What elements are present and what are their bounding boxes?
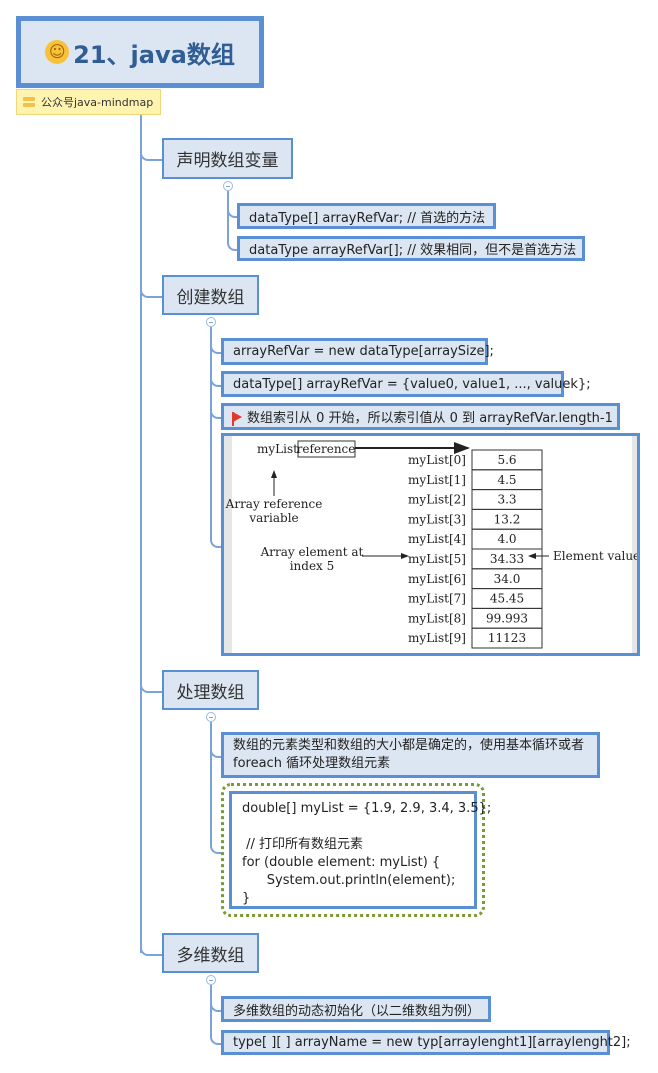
topic-label: 处理数组 [176,682,245,703]
array-value: 4.5 [497,473,516,487]
node-text: 多维数组的动态初始化（以二维数组为例） [233,1003,481,1019]
array-index-label: myList[9] [408,631,466,645]
array-index-label: myList[2] [408,493,466,507]
collapse-icon[interactable] [206,975,216,985]
node-preferred-syntax[interactable]: dataType[] arrayRefVar; // 首选的方法 [237,203,496,229]
array-index-label: myList[5] [408,552,466,566]
array-index-label: myList[7] [408,592,466,606]
node-text: 数组的元素类型和数组的大小都是确定的，使用基本循环或者 foreach 循环处理… [233,738,585,771]
node-text: dataType arrayRefVar[]; // 效果相同，但不是首选方法 [249,243,577,258]
ref-caption: variable [248,511,298,525]
connector [140,277,164,298]
node-process-note[interactable]: 数组的元素类型和数组的大小都是确定的，使用基本循环或者 foreach 循环处理… [221,732,600,778]
elem-caption: Array element at [260,545,364,559]
node-text: dataType[] arrayRefVar = {value0, value1… [233,376,591,392]
array-index-label: myList[6] [408,572,466,586]
topic-declare-array[interactable]: 声明数组变量 [162,138,293,179]
node-text: 数组索引从 0 开始，所以索引值从 0 到 arrayRefVar.length… [247,411,613,426]
reference-label: reference [297,442,356,456]
array-index-label: myList[8] [408,611,466,625]
array-value: 34.0 [494,572,521,586]
array-index-label: myList[1] [408,473,466,487]
node-index-note[interactable]: 数组索引从 0 开始，所以索引值从 0 到 arrayRefVar.length… [221,403,620,430]
array-value: 5.6 [497,453,516,467]
array-value: 3.3 [497,493,516,507]
array-index-label: myList[0] [408,453,466,467]
code-text: double[] myList = {1.9, 2.9, 3.4, 3.5}; … [242,801,492,906]
array-diagram: myList reference Array reference variabl… [225,436,637,653]
array-value: 34.33 [490,552,524,566]
topic-label: 创建数组 [176,287,245,308]
array-index-label: myList[4] [408,532,466,546]
node-multidim-init[interactable]: 多维数组的动态初始化（以二维数组为例） [221,996,491,1022]
topic-create-array[interactable]: 创建数组 [162,275,259,315]
array-value: 45.45 [490,592,524,606]
connector [210,722,223,854]
label-text: 公众号java-mindmap [41,96,154,109]
connector [227,191,239,251]
array-value: 13.2 [494,512,521,526]
node-new-array[interactable]: arrayRefVar = new dataType[arraySize]; [221,338,494,365]
root-label: 公众号java-mindmap [16,89,161,115]
root-topic[interactable]: ☺21、java数组 [16,16,264,88]
node-text: type[ ][ ] arrayName = new typ[arrayleng… [233,1035,631,1050]
connector [140,935,164,956]
connector [210,985,223,1045]
array-value: 99.993 [486,611,528,625]
smiley-icon: ☺ [45,40,70,64]
node-alt-syntax[interactable]: dataType arrayRefVar[]; // 效果相同，但不是首选方法 [237,236,585,261]
topic-process-array[interactable]: 处理数组 [162,670,259,710]
root-title: 21、java数组 [73,40,235,69]
topic-label: 声明数组变量 [176,151,279,171]
trunk-line [140,115,142,953]
array-index-label: myList[3] [408,512,466,526]
collapse-icon[interactable] [206,317,216,327]
node-multidim-syntax[interactable]: type[ ][ ] arrayName = new typ[arrayleng… [221,1030,631,1055]
node-array-literal[interactable]: dataType[] arrayRefVar = {value0, value1… [221,371,591,397]
node-text: arrayRefVar = new dataType[arraySize]; [233,344,494,359]
diagram-bg [232,436,632,653]
collapse-icon[interactable] [223,181,233,191]
connector [140,140,164,161]
array-value: 4.0 [497,532,516,546]
array-diagram-image[interactable]: myList reference Array reference variabl… [221,433,640,656]
collapse-icon[interactable] [206,712,216,722]
node-text: dataType[] arrayRefVar; // 首选的方法 [249,210,486,226]
connector [210,327,223,548]
ref-caption: Array reference [225,497,323,511]
selection-outline [221,783,485,917]
elem-caption: index 5 [290,559,335,573]
var-name: myList [257,442,298,456]
node-code-example[interactable]: double[] myList = {1.9, 2.9, 3.4, 3.5}; … [229,791,491,909]
value-caption: Element value [553,549,637,563]
topic-label: 多维数组 [176,945,245,966]
topic-multidim-array[interactable]: 多维数组 [162,933,259,973]
array-value: 11123 [488,631,526,645]
flag-icon [232,411,242,426]
label-icon [23,97,35,101]
array-cell [471,627,543,649]
connector [140,672,164,693]
